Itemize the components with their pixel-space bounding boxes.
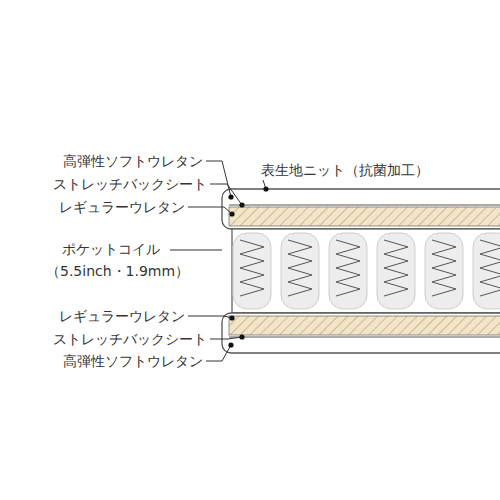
- part-label: レギュラーウレタン: [59, 307, 185, 325]
- regular-urethane: [229, 207, 500, 226]
- coil-area: [232, 229, 500, 313]
- coil-spring: [240, 240, 264, 296]
- part-label: 高弾性ソフトウレタン: [63, 352, 203, 370]
- coil-pocket: [233, 233, 271, 309]
- leader-dots: [228, 186, 268, 347]
- part-label: （5.5inch・1.9mm）: [46, 262, 189, 280]
- part-label: ストレッチバックシート: [53, 175, 207, 193]
- coil-spring: [336, 240, 360, 296]
- coil-spring: [384, 240, 408, 296]
- coil-pocket: [377, 233, 415, 309]
- bottom-pad: [222, 313, 500, 353]
- part-label: 表生地ニット（抗菌加工）: [261, 161, 429, 179]
- stretch-sheet: [229, 205, 500, 206]
- part-label: ストレッチバックシート: [53, 330, 207, 348]
- part-label: ポケットコイル: [62, 240, 160, 258]
- pocket-coils: [233, 233, 500, 309]
- top-pad: [222, 189, 500, 229]
- coil-pocket: [281, 233, 319, 309]
- part-label: 高弾性ソフトウレタン: [63, 152, 203, 170]
- coil-spring: [480, 240, 500, 296]
- coil-spring: [288, 240, 312, 296]
- regular-urethane: [229, 316, 500, 335]
- coil-spring: [432, 240, 456, 296]
- coil-pocket: [329, 233, 367, 309]
- coil-pocket: [473, 233, 500, 309]
- part-label: レギュラーウレタン: [59, 198, 185, 216]
- stretch-sheet: [229, 337, 500, 338]
- coil-pocket: [425, 233, 463, 309]
